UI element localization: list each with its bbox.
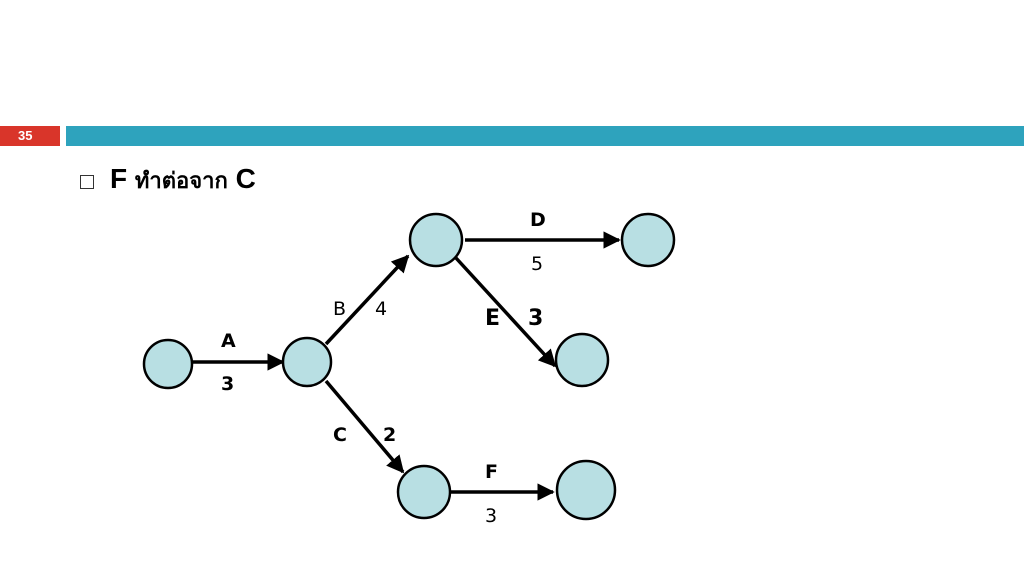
edge-b-duration: 4 bbox=[375, 298, 387, 320]
edge-c-duration: 2 bbox=[383, 424, 396, 446]
node-4 bbox=[396, 464, 452, 520]
edge-a-name: A bbox=[221, 330, 236, 352]
node-7 bbox=[555, 459, 617, 521]
bullet-text-activity: F bbox=[110, 162, 128, 194]
title-bar bbox=[66, 126, 1024, 146]
bullet-square-icon bbox=[80, 175, 94, 189]
node-6 bbox=[554, 332, 610, 388]
edge-b bbox=[324, 254, 410, 346]
bullet-item: F ทำต่อจาก C bbox=[80, 160, 256, 200]
node-5 bbox=[620, 212, 676, 268]
edge-a-duration: 3 bbox=[221, 373, 234, 395]
edge-d-duration: 5 bbox=[531, 253, 543, 275]
bullet-text-relation: ทำต่อจาก bbox=[134, 168, 228, 194]
edge-c bbox=[324, 379, 405, 474]
edge-b-name: B bbox=[333, 298, 346, 320]
edge-e-name: E bbox=[485, 306, 500, 331]
bullet-text-predecessor: C bbox=[235, 162, 256, 194]
slide-number: 35 bbox=[18, 128, 33, 143]
edge-f-duration: 3 bbox=[485, 505, 497, 527]
slide-number-badge: 35 bbox=[0, 126, 60, 146]
node-3 bbox=[408, 212, 464, 268]
edge-e bbox=[454, 256, 557, 368]
edge-d-name: D bbox=[530, 209, 546, 231]
node-1 bbox=[142, 338, 194, 390]
edge-e-duration: 3 bbox=[528, 306, 543, 331]
edge-f-name: F bbox=[485, 461, 498, 483]
node-2 bbox=[281, 336, 333, 388]
bullet-text: F ทำต่อจาก C bbox=[110, 163, 256, 198]
edge-c-name: C bbox=[333, 424, 347, 446]
